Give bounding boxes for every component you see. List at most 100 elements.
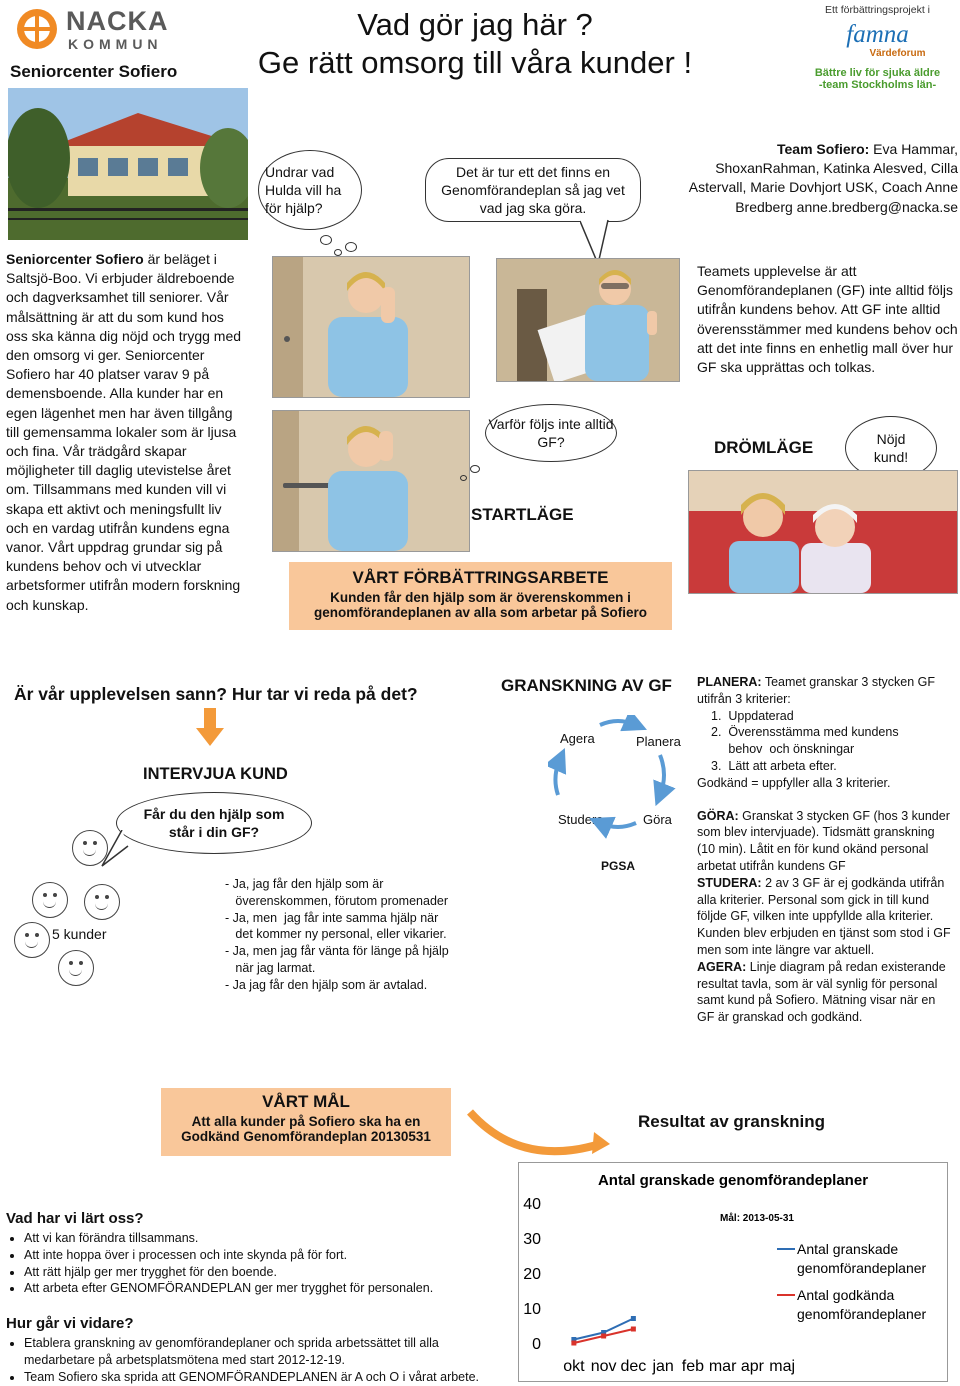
learned-title: Vad har vi lärt oss? xyxy=(6,1210,144,1227)
planera-block: PLANERA: Teamet granskar 3 stycken GF ut… xyxy=(697,674,955,708)
planera-label: PLANERA: xyxy=(697,675,762,689)
answer-line: det kommer ny personal, eller vikarier. xyxy=(225,927,447,942)
answer-line: - Ja jag får den hjälp som är avtalad. xyxy=(225,977,428,992)
famna-logo: Ett förbättringsprojekt i famna Värdefor… xyxy=(800,4,955,91)
interview-bubble-text: Får du den hjälp som står i din GF? xyxy=(143,806,285,840)
title-line-2: Ge rätt omsorg till våra kunder ! xyxy=(257,45,693,80)
team-members: Team Sofiero: Eva Hammar, ShoxanRahman, … xyxy=(680,140,958,217)
improvement-title: VÅRT FÖRBÄTTRINGSARBETE xyxy=(352,568,609,587)
pgsa-planera: Planera xyxy=(636,734,681,749)
learned-section: Vad har vi lärt oss? Att vi kan förändra… xyxy=(6,1210,506,1386)
title-line-1: Vad gör jag här ? xyxy=(357,7,593,42)
x-tick-label: feb xyxy=(682,1358,704,1375)
learned-list: Att vi kan förändra tillsammans. Att int… xyxy=(6,1230,506,1297)
gora-text: Granskat 3 stycken GF (hos 3 kunder som … xyxy=(697,808,950,873)
agera-label: AGERA: xyxy=(697,959,747,974)
startlage-label: STARTLÄGE xyxy=(471,505,574,524)
pgsa-agera: Agera xyxy=(560,731,595,746)
smiley-icon xyxy=(32,882,68,918)
gora-block: GÖRA: Granskat 3 stycken GF (hos 3 kunde… xyxy=(697,808,955,875)
answer-line: - Ja, men jag får inte samma hjälp när xyxy=(225,910,439,925)
granskning-heading: GRANSKNING AV GF xyxy=(501,676,672,695)
interview-answers: - Ja, jag får den hjälp som är överensko… xyxy=(225,876,485,994)
chart-title: Antal granskade genomförandeplaner xyxy=(598,1172,868,1189)
pgsa-cycle-arrows-icon xyxy=(548,715,676,839)
learned-item: Att arbeta efter GENOMFÖRANDEPLAN ger me… xyxy=(24,1280,506,1297)
nurse-photo-2 xyxy=(496,258,680,382)
criteria-line: 1. Uppdaterad xyxy=(711,708,794,723)
center-name: Seniorcenter Sofiero xyxy=(10,62,178,81)
why-thought-bubble: Varför följs inte alltid GF? xyxy=(485,404,617,462)
x-tick-label: nov xyxy=(591,1358,617,1375)
goal-banner: VÅRT MÅL Att alla kunder på Sofiero ska … xyxy=(161,1088,451,1156)
answer-line: när jag larmat. xyxy=(225,960,316,975)
happy-bubble-text: Nöjd kund! xyxy=(873,431,909,465)
data-point xyxy=(571,1337,577,1342)
studera-block: STUDERA: 2 av 3 GF är ej godkända utifrå… xyxy=(697,875,955,959)
gora-label: GÖRA: xyxy=(697,808,739,823)
approved-line: Godkänd = uppfyller alla 3 kriterier. xyxy=(697,775,891,790)
legend-label: Antal godkända xyxy=(797,1287,895,1303)
goal-line-2: Godkänd Genomförandeplan 20130531 xyxy=(181,1129,431,1144)
pgsa-center: PGSA xyxy=(601,859,636,873)
x-tick-label: maj xyxy=(769,1358,795,1375)
legend-label: Antal granskade xyxy=(797,1241,898,1257)
result-heading: Resultat av granskning xyxy=(638,1112,826,1131)
why-bubble-text: Varför följs inte alltid GF? xyxy=(488,416,614,450)
agera-text: Linje diagram på redan existerande resul… xyxy=(697,959,946,1025)
smiley-icon xyxy=(58,950,94,986)
nurse-photo-1 xyxy=(272,256,470,398)
chart-annotation: Mål: 2013-05-31 xyxy=(720,1212,794,1224)
happy-customer-photo xyxy=(688,470,958,594)
learned-item: Att inte hoppa över i processen och inte… xyxy=(24,1247,506,1264)
data-point xyxy=(630,1326,636,1332)
legend-label-cont: genomförandeplaner xyxy=(797,1306,927,1322)
intro-text: Seniorcenter Sofiero är beläget i Saltsj… xyxy=(6,250,242,615)
nurse-photo-3 xyxy=(272,410,470,552)
learned-item: Att rätt hjälp ger mer trygghet för den … xyxy=(24,1264,506,1281)
x-tick-label: jan xyxy=(651,1358,673,1375)
y-tick-label: 10 xyxy=(523,1301,541,1318)
team-experience-text: Teamets upplevelse är att Genomförandepl… xyxy=(697,263,958,376)
planera-text: Teamet granskar 3 stycken GF utifrån 3 k… xyxy=(697,675,936,706)
team-text: Eva Hammar, ShoxanRahman, Katinka Alesve… xyxy=(688,141,958,215)
x-tick-label: mar xyxy=(709,1358,737,1375)
smiley-icon xyxy=(84,884,120,920)
interview-heading: INTERVJUA KUND xyxy=(143,765,288,783)
studera-label: STUDERA: xyxy=(697,875,762,890)
hulda-bubble-text: Undrar vad Hulda vill ha för hjälp? xyxy=(265,164,342,216)
org-name: NACKA xyxy=(66,6,169,36)
next-title: Hur går vi vidare? xyxy=(6,1315,134,1333)
intro-body: är beläget i Saltsjö-Boo. Vi erbjuder äl… xyxy=(6,251,242,613)
data-point xyxy=(601,1330,607,1335)
data-point xyxy=(601,1333,607,1339)
famna-tagline-2: -team Stockholms län- xyxy=(818,79,937,91)
criteria-line: 3. Lätt att arbeta efter. xyxy=(711,758,837,773)
page-title: Vad gör jag här ? Ge rätt omsorg till vå… xyxy=(250,6,700,82)
org-sub: KOMMUN xyxy=(68,36,163,52)
down-arrow-icon xyxy=(196,708,224,746)
learned-item: Att vi kan förändra tillsammans. xyxy=(24,1230,506,1247)
pgsa-gora: Göra xyxy=(643,812,672,827)
data-point xyxy=(571,1340,577,1346)
plan-bubble-text: Det är tur ett det finns en Genomförande… xyxy=(441,164,625,216)
building-photo xyxy=(8,88,248,240)
improvement-line-2: genomförandeplanen av alla som arbetar p… xyxy=(313,605,648,620)
studera-text: 2 av 3 GF är ej godkända utifrån alla kr… xyxy=(697,875,951,957)
team-label: Team Sofiero: xyxy=(776,141,870,157)
question-heading: Är vår upplevelsen sann? Hur tar vi reda… xyxy=(14,684,418,704)
intro-name: Seniorcenter Sofiero xyxy=(6,251,144,267)
interview-bubble-tail xyxy=(101,830,129,867)
goal-title: VÅRT MÅL xyxy=(262,1092,350,1111)
next-list: Etablera granskning av genomförandeplane… xyxy=(6,1335,494,1385)
five-customers-label: 5 kunder xyxy=(52,926,107,942)
smiley-icon xyxy=(72,830,108,866)
interview-speech-bubble: Får du den hjälp som står i din GF? xyxy=(116,792,312,854)
criteria-line: 2. Överensstämma med kundens xyxy=(711,725,899,740)
project-label: Ett förbättringsprojekt i xyxy=(824,4,931,16)
answer-line: - Ja, men jag får vänta för länge på hjä… xyxy=(225,944,449,959)
review-text: PLANERA: Teamet granskar 3 stycken GF ut… xyxy=(697,674,955,1026)
legend-label-cont: genomförandeplaner xyxy=(797,1260,927,1276)
